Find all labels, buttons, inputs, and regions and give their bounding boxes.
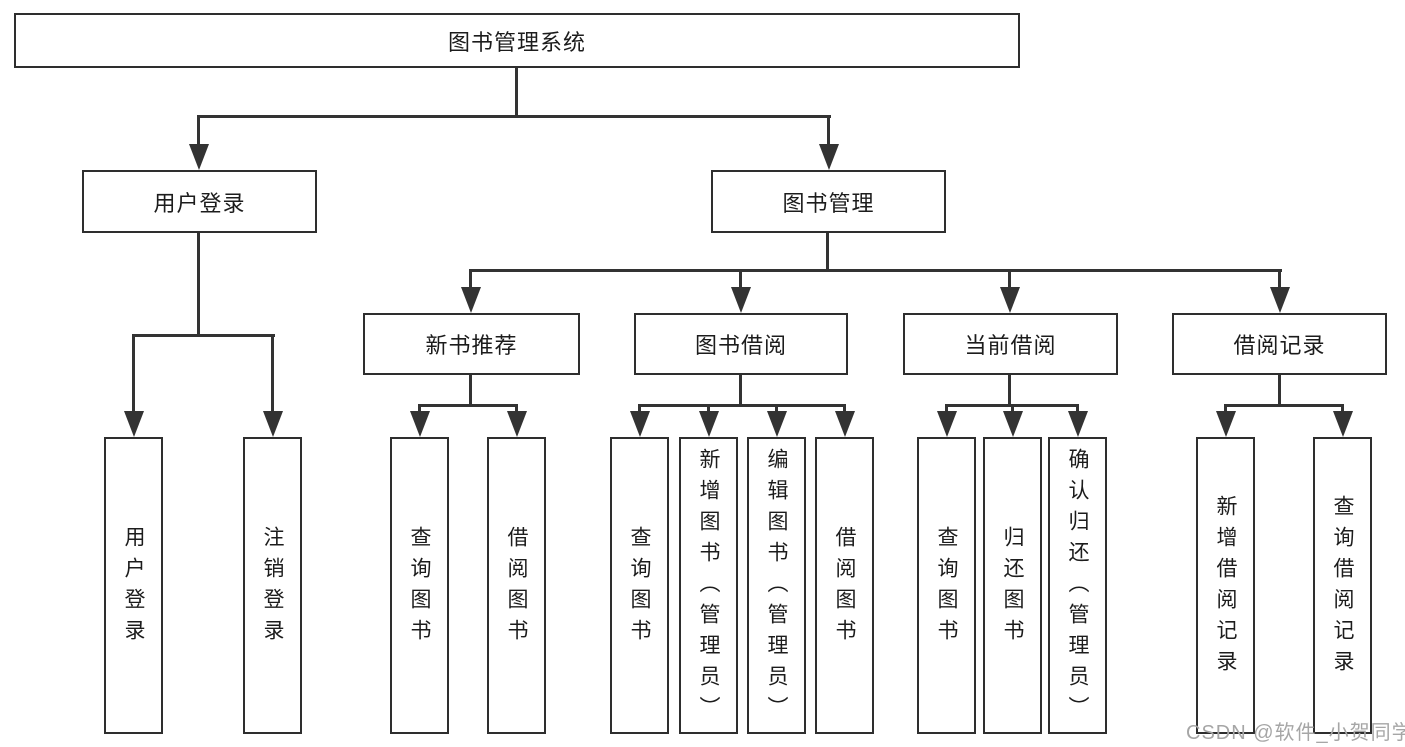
leaf-confirm-return-admin: 确认归还（管理员） — [1048, 437, 1107, 734]
node-root: 图书管理系统 — [14, 13, 1020, 68]
connector-recommend-child1 — [418, 404, 421, 415]
node-current-borrow: 当前借阅 — [903, 313, 1118, 375]
connector-current-child1 — [945, 404, 948, 415]
leaf-query-books-recommend: 查询图书 — [390, 437, 449, 734]
node-new-book-recommend: 新书推荐 — [363, 313, 580, 375]
leaf-edit-book-admin: 编辑图书（管理员） — [747, 437, 806, 734]
csdn-watermark: CSDN @软件_小贺同学 — [1186, 722, 1405, 744]
connector-mgmt-rail — [469, 269, 1282, 272]
connector-root-trunk — [515, 68, 518, 117]
connector-borrow-child3 — [775, 404, 778, 415]
connector-borrow-child2 — [707, 404, 710, 415]
leaf-logout: 注销登录 — [243, 437, 302, 734]
connector-borrow-rail — [638, 404, 846, 407]
connector-records-child2 — [1341, 404, 1344, 415]
connector-borrow-child1 — [638, 404, 641, 415]
arrow-down-icon — [1003, 411, 1023, 437]
connector-login-child1 — [132, 334, 135, 415]
arrow-down-icon — [263, 411, 283, 437]
arrow-down-icon — [1333, 411, 1353, 437]
node-book-mgmt: 图书管理 — [711, 170, 946, 233]
connector-login-rail — [132, 334, 275, 337]
connector-to-user-login — [197, 115, 200, 150]
connector-login-child2 — [271, 334, 274, 415]
connector-mgmt-down — [826, 233, 829, 272]
connector-login-down — [197, 233, 200, 336]
arrow-down-icon — [819, 144, 839, 170]
leaf-query-books-current: 查询图书 — [917, 437, 976, 734]
leaf-user-login: 用户登录 — [104, 437, 163, 734]
arrow-down-icon — [767, 411, 787, 437]
connector-borrow-child4 — [843, 404, 846, 415]
connector-recommend-down — [469, 375, 472, 406]
node-book-borrow: 图书借阅 — [634, 313, 848, 375]
arrow-down-icon — [1216, 411, 1236, 437]
arrow-down-icon — [1068, 411, 1088, 437]
leaf-return-book: 归还图书 — [983, 437, 1042, 734]
connector-to-current — [1008, 269, 1011, 292]
connector-level1-rail — [197, 115, 831, 118]
arrow-down-icon — [507, 411, 527, 437]
connector-current-child2 — [1011, 404, 1014, 415]
connector-to-book-mgmt — [827, 115, 830, 150]
arrow-down-icon — [937, 411, 957, 437]
connector-to-records — [1278, 269, 1281, 292]
connector-borrow-down — [739, 375, 742, 406]
node-borrow-records: 借阅记录 — [1172, 313, 1387, 375]
arrow-down-icon — [124, 411, 144, 437]
arrow-down-icon — [410, 411, 430, 437]
arrow-down-icon — [1000, 287, 1020, 313]
arrow-down-icon — [699, 411, 719, 437]
arrow-down-icon — [189, 144, 209, 170]
leaf-borrow-books: 借阅图书 — [815, 437, 874, 734]
connector-to-borrow — [739, 269, 742, 292]
leaf-query-books-borrow: 查询图书 — [610, 437, 669, 734]
arrow-down-icon — [731, 287, 751, 313]
arrow-down-icon — [835, 411, 855, 437]
connector-current-child3 — [1076, 404, 1079, 415]
leaf-query-borrow-record: 查询借阅记录 — [1313, 437, 1372, 734]
connector-recommend-child2 — [515, 404, 518, 415]
arrow-down-icon — [630, 411, 650, 437]
node-user-login-branch: 用户登录 — [82, 170, 317, 233]
arrow-down-icon — [461, 287, 481, 313]
connector-current-down — [1008, 375, 1011, 406]
arrow-down-icon — [1270, 287, 1290, 313]
connector-records-down — [1278, 375, 1281, 406]
leaf-add-borrow-record: 新增借阅记录 — [1196, 437, 1255, 734]
connector-recommend-rail — [418, 404, 518, 407]
leaf-borrow-books-recommend: 借阅图书 — [487, 437, 546, 734]
connector-to-recommend — [469, 269, 472, 292]
connector-records-rail — [1224, 404, 1344, 407]
leaf-add-book-admin: 新增图书（管理员） — [679, 437, 738, 734]
connector-records-child1 — [1224, 404, 1227, 415]
